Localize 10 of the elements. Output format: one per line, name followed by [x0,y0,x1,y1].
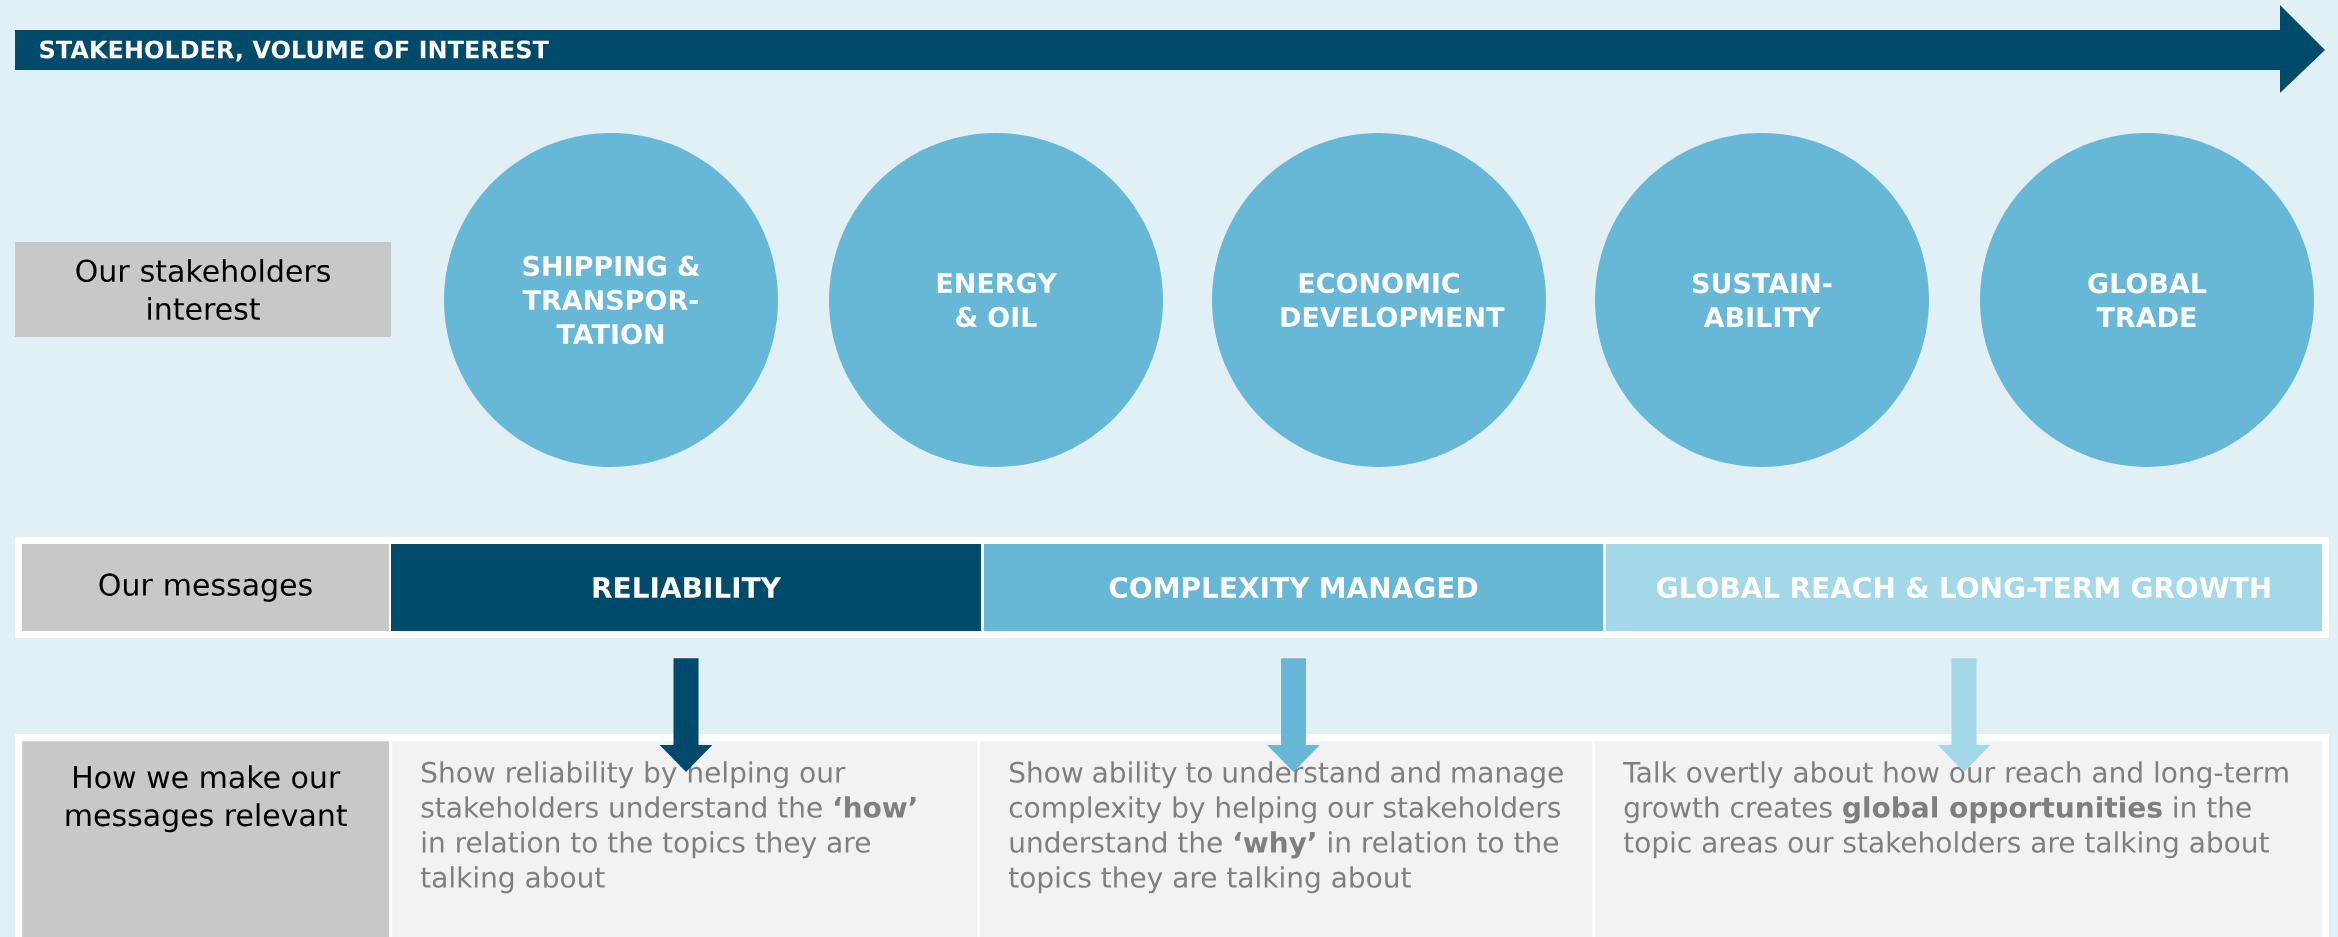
arrow-label: STAKEHOLDER, VOLUME OF INTEREST [40,40,549,62]
message-box: COMPLEXITY MANAGED [984,544,1603,631]
text-cell: Show ability to understand and manage complexity by helping our stakeholders understand the ‘why’ in relation to the topics they are talking about [980,741,1593,937]
text-cell: Talk overtly about how our reach and long-term growth creates global opportunities in the topic areas our stakeholders are talking about [1595,741,2323,937]
message-box: GLOBAL REACH & LONG-TERM GROWTH [1606,544,2322,631]
row-label-box: Our messages [22,544,389,631]
row-label-box: How we make our messages relevant [22,741,390,937]
text-cell: Show reliability by helping our stakeholders understand the ‘how’ in relation to the topics they are talking about [392,741,978,937]
message-box: RELIABILITY [391,544,981,631]
row-label-box: Our stakeholders interest [15,242,391,337]
